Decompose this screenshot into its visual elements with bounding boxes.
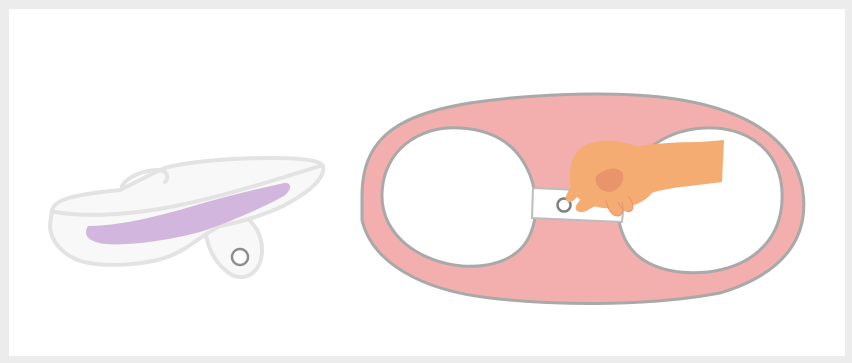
ring-opening-left — [382, 128, 536, 266]
pad-tab-hole — [232, 249, 248, 265]
pad-with-tab-icon — [50, 158, 323, 277]
pad-held-by-hand-icon — [362, 94, 804, 303]
